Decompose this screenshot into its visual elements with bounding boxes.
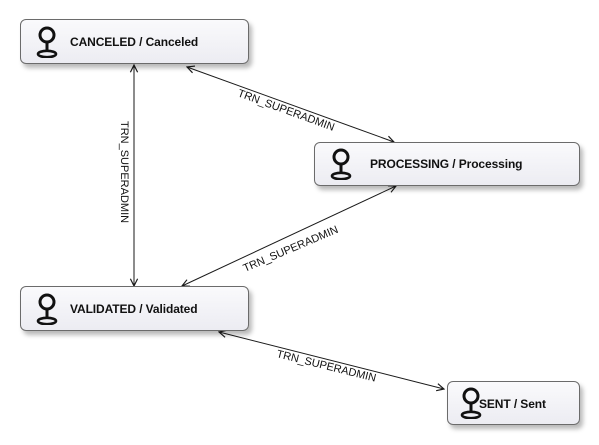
state-label-canceled: CANCELED / Canceled (70, 35, 199, 49)
state-label-processing: PROCESSING / Processing (370, 157, 523, 171)
state-label-sent: SENT / Sent (479, 397, 546, 411)
edge-processing-validated[interactable]: TRN_SUPERADMIN (182, 186, 396, 286)
edge-canceled-processing[interactable]: TRN_SUPERADMIN (187, 67, 394, 142)
map-pin-icon (330, 148, 352, 180)
edge-label-validated-sent: TRN_SUPERADMIN (275, 348, 377, 384)
edge-label-canceled-validated: TRN_SUPERADMIN (118, 121, 130, 223)
map-pin-icon (460, 387, 482, 419)
state-node-validated[interactable]: VALIDATED / Validated (20, 286, 249, 331)
map-pin-icon (36, 293, 58, 325)
map-pin-icon (36, 26, 58, 58)
edge-label-canceled-processing: TRN_SUPERADMIN (236, 88, 336, 134)
edge-validated-sent[interactable]: TRN_SUPERADMIN (219, 332, 444, 389)
state-node-sent[interactable]: SENT / Sent (447, 381, 580, 425)
edge-label-processing-validated: TRN_SUPERADMIN (241, 224, 340, 275)
edge-canceled-validated[interactable]: TRN_SUPERADMIN (118, 65, 134, 286)
state-label-validated: VALIDATED / Validated (70, 302, 198, 316)
state-node-processing[interactable]: PROCESSING / Processing (314, 142, 580, 186)
state-node-canceled[interactable]: CANCELED / Canceled (20, 19, 249, 64)
